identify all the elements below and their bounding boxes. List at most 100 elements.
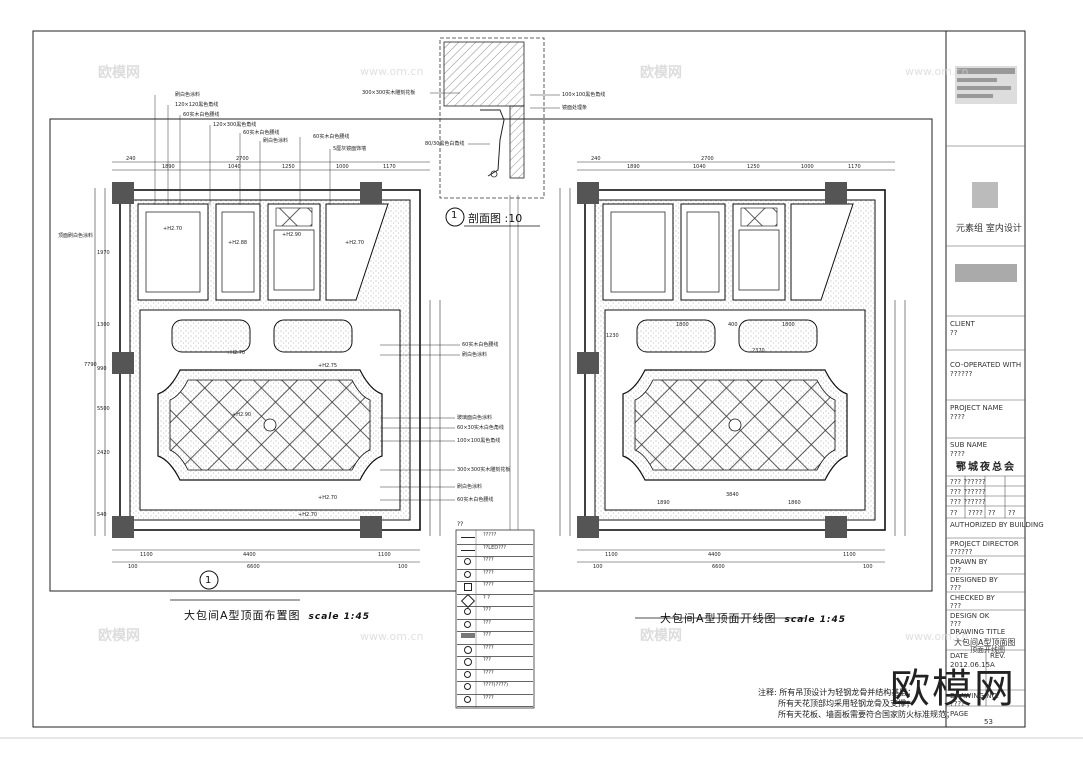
marker-number: 1: [205, 575, 212, 586]
legend-label: ????: [483, 644, 494, 651]
dimension-label: 100: [398, 564, 408, 570]
legend-label: ????: [483, 582, 494, 588]
tb-row: ??? ??????: [950, 498, 986, 506]
legend-label: ????: [483, 669, 494, 676]
section-label: 剖面图: [468, 212, 501, 225]
legend-label: ???: [483, 619, 491, 626]
subname-value: ????: [950, 450, 965, 458]
dimension-label: 1970: [97, 250, 110, 256]
general-note: 所有天花板、墙面板需要符合国家防火标准规范；: [778, 710, 954, 719]
project-label: PROJECT NAME: [950, 404, 1003, 412]
designok-label: DESIGN OK: [950, 612, 990, 620]
director-value: ??????: [950, 548, 973, 556]
tb-status: ??: [1008, 509, 1016, 517]
director-label: PROJECT DIRECTOR: [950, 540, 1019, 548]
section-annotation: 80/30黑色白角线: [425, 141, 465, 147]
section-annotation: 100×100黑色角线: [562, 92, 606, 98]
tb-status: ????: [968, 509, 983, 517]
dimension-label: 100: [593, 564, 603, 570]
project-name: 鄂城夜总会: [956, 462, 1016, 473]
legend-row: ??LED???: [457, 544, 533, 557]
dwgno-value: ????: [950, 700, 965, 708]
watermark-url: www.om.cn: [905, 65, 969, 78]
rev-label: REV.: [990, 652, 1006, 660]
watermark-logo: 欧模网: [98, 628, 140, 644]
dimension-label: 5500: [97, 406, 110, 412]
legend-row: ????: [457, 556, 533, 570]
drawing-title-value: 大包间A型顶面图: [954, 638, 1016, 647]
dimension-label: 240: [126, 156, 136, 162]
dimension-label: 1890: [162, 164, 175, 170]
annotation: 300×300实木雕刻花板: [457, 467, 511, 473]
dimension-label: 4400: [243, 552, 256, 558]
legend-symbol-icon: [461, 633, 475, 638]
dimension-label: 1250: [282, 164, 295, 170]
legend-symbol-icon: [464, 670, 471, 678]
annotation: 玻璃面白色涂料: [457, 415, 493, 421]
title-text: 大包间A型顶面布置图: [184, 609, 301, 622]
annotation: 刷白色涂料: [457, 484, 483, 490]
subname-label: SUB NAME: [950, 441, 988, 449]
legend-label: ?????: [483, 532, 497, 538]
legend-row: ???: [457, 619, 533, 632]
legend-row: ???: [457, 631, 533, 645]
legend-label: ????: [483, 557, 494, 563]
drawing-title-right: 大包间A型顶面开线图 scale 1:45: [660, 610, 846, 626]
legend-row: ?????: [457, 531, 533, 545]
dimension-label: 1230: [606, 333, 619, 339]
annotation: 60实木白色腰线: [457, 497, 494, 503]
dimension-label: 1170: [383, 164, 396, 170]
watermark-url: www.om.cn: [905, 630, 969, 643]
client-label: CLIENT: [950, 320, 975, 328]
dimension-label: 1100: [843, 552, 856, 558]
annotation: 60实木白色腰线: [462, 342, 499, 348]
tb-status: ??: [988, 509, 996, 517]
designok-value: ???: [950, 620, 962, 628]
legend-symbol-icon: [464, 645, 472, 654]
level-label: +H2.90: [282, 232, 302, 238]
dimension-label: 1800: [782, 322, 795, 328]
dimension-label: 1250: [747, 164, 760, 170]
annotation: 5厘灰镜面饰墙: [333, 146, 367, 152]
dimension-label: 1890: [627, 164, 640, 170]
legend-label: ????: [483, 694, 494, 701]
dimension-label: 2700: [236, 156, 249, 162]
legend-symbol-icon: [464, 695, 471, 703]
scale-text: scale 1:45: [784, 615, 847, 625]
dimension-label: 4400: [708, 552, 721, 558]
designed-value: ???: [950, 584, 962, 592]
dimension-label: 100: [863, 564, 873, 570]
legend-symbol-icon: [464, 683, 471, 690]
level-label: +H2.70: [298, 512, 318, 518]
page-value: 53: [984, 718, 993, 726]
level-label: +H2.70: [163, 226, 183, 232]
dimension-label: 1300: [97, 322, 110, 328]
dimension-label: 1100: [605, 552, 618, 558]
section-marker-number: 1: [451, 210, 458, 221]
legend-symbol-icon: [464, 608, 471, 615]
legend-symbol-icon: [464, 558, 471, 565]
dimension-label: 7790: [84, 362, 97, 368]
legend-row: ????: [457, 569, 533, 582]
dimension-label: 1040: [693, 164, 706, 170]
annotation: 120×300黑色角线: [213, 122, 257, 128]
annotation: 刷白色涂料: [175, 92, 201, 98]
dimension-label: 1800: [676, 322, 689, 328]
date-label: DATE: [950, 652, 969, 660]
annotation: 刷白色涂料: [263, 138, 289, 144]
legend-label: ???: [483, 632, 491, 638]
page-label: PAGE: [950, 710, 969, 718]
title-text: 大包间A型顶面开线图: [660, 612, 777, 625]
legend-row: ????(????): [457, 681, 533, 695]
section-annotation: 镜面处理条: [562, 105, 588, 111]
level-label: +H2.90: [232, 412, 252, 418]
watermark-url: www.om.cn: [360, 65, 424, 78]
watermark-url: www.om.cn: [360, 630, 424, 643]
drawing-title-value-2: 顶面开线图: [970, 646, 1005, 654]
coop-label: CO-OPERATED WITH: [950, 361, 1022, 369]
legend-symbol-icon: [461, 549, 475, 551]
dimension-label: 1040: [228, 164, 241, 170]
legend-label: ? ?: [483, 594, 490, 601]
